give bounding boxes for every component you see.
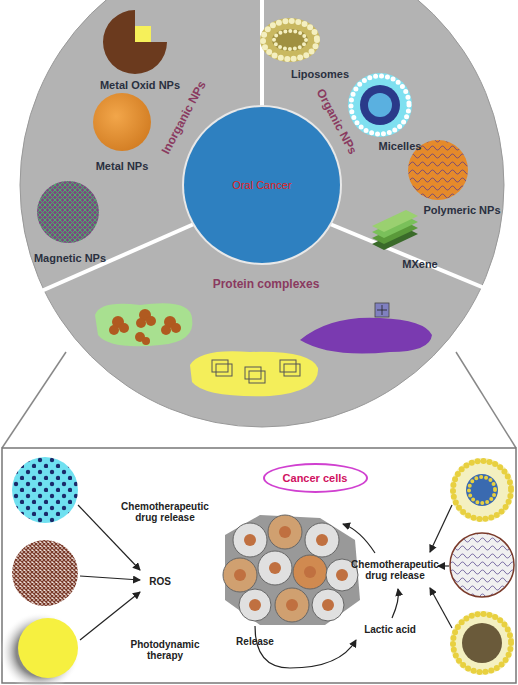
sector-label: Protein complexes <box>213 278 320 292</box>
item-label: Magnetic NPs <box>34 252 106 265</box>
item-label: Polymeric NPs <box>423 204 500 217</box>
node-text: Cancer cells <box>283 472 348 484</box>
process-label: Photodynamic therapy <box>120 639 210 662</box>
process-label: Chemotherapeutic drug release <box>110 501 220 524</box>
process-label: Chemotherapeutic drug release <box>348 559 443 582</box>
item-label: Liposomes <box>291 68 349 81</box>
process-label: Lactic acid <box>364 624 416 636</box>
center-circle: Oral Cancer <box>184 107 340 263</box>
item-label: Metal NPs <box>96 160 149 173</box>
item-label: MXene <box>402 258 437 271</box>
process-label: Release <box>236 636 274 648</box>
cancer-cells-ellipse: Cancer cells <box>263 463 368 493</box>
process-label: ROS <box>149 576 171 588</box>
node-text: Oral Cancer <box>232 179 291 191</box>
item-label: Metal Oxid NPs <box>100 79 180 92</box>
item-label: Micelles <box>379 140 422 153</box>
